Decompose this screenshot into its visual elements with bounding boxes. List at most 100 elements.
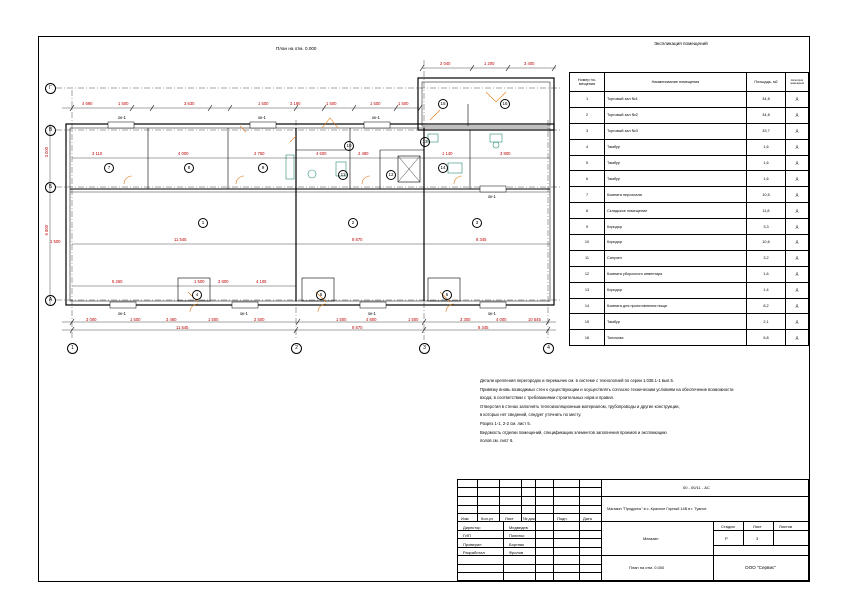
window-tag: ок-1 — [240, 311, 248, 316]
cell-name: Санузел — [604, 249, 747, 267]
dim-label: 3 800 — [218, 279, 229, 284]
cell-cat: Д — [785, 329, 809, 347]
cell-name: Коридор — [604, 218, 747, 236]
room-tag: 10 — [344, 141, 354, 151]
cell-name: Топочная — [604, 329, 747, 347]
cell-cat: Д — [785, 265, 809, 283]
cell-area: 1,6 — [746, 154, 786, 172]
dim-label: 1 140 — [442, 151, 453, 156]
stamp-person: Попитко — [509, 533, 525, 538]
dim-label: 4 000 — [178, 151, 189, 156]
dim-label: 8 870 — [352, 237, 363, 242]
cell-num: 16 — [569, 329, 605, 347]
cell-name: Торговый зал №1 — [604, 91, 747, 108]
cell-area: 8,2 — [746, 297, 786, 315]
cell-name: Коридор — [604, 281, 747, 299]
dim-label: 3 000 — [86, 317, 97, 322]
stamp-col: Изм — [461, 516, 469, 521]
cell-name: Тамбур — [604, 138, 747, 156]
window-tag: ок-1 — [258, 115, 266, 120]
cell-cat: Д — [785, 249, 809, 267]
stamp-project: Магазин "Продукты" в с. Красное Горный 1… — [607, 507, 707, 511]
dim-label: 1 200 — [484, 61, 495, 66]
col-area: Площадь, м2 — [746, 72, 786, 92]
cell-area: 10,6 — [746, 234, 786, 251]
cell-area: 33,7 — [746, 122, 786, 140]
stamp-col: Подп. — [557, 516, 568, 521]
room-tag: 14 — [438, 163, 448, 173]
dim-label: 10 545 — [528, 317, 541, 322]
dim-label: 1 500 — [336, 317, 347, 322]
cell-cat: Д — [785, 170, 809, 188]
col-name: Наименование помещения — [604, 72, 747, 92]
cell-num: 9 — [569, 218, 605, 236]
note-line: Разрез 1-1, 2-2 см. лист 5. — [480, 420, 531, 426]
stamp-person: Фролов — [509, 550, 524, 555]
dim-label: 1 500 — [118, 101, 129, 106]
stamp-stage-header: Стадия — [721, 524, 735, 529]
stamp-sheet-header: Лист — [753, 524, 762, 529]
col-category: Категория помещения — [785, 72, 809, 92]
room-tag: 1 — [198, 218, 208, 228]
cell-area: 34,8 — [746, 106, 786, 124]
room-tag: 6 — [442, 290, 452, 300]
room-tag: 12 — [386, 170, 396, 180]
dim-label: 3 630 — [184, 101, 195, 106]
dim-label: 1 500 — [408, 317, 419, 322]
cell-num: 1 — [569, 91, 605, 108]
note-line: Детали крепления перегородок и перемычек… — [480, 378, 674, 383]
cell-num: 4 — [569, 138, 605, 156]
window-tag: ок-1 — [368, 311, 376, 316]
room-tag: 5 — [316, 290, 326, 300]
room-tag: 13 — [420, 137, 430, 147]
cell-area: 6,8 — [746, 329, 786, 347]
dim-label: 1 500 — [398, 101, 409, 106]
dim-label: 5 260 — [112, 279, 123, 284]
note-line: Ведомость отделки помещений, спецификаци… — [480, 429, 667, 435]
dim-label: 1 500 — [194, 279, 205, 284]
cell-num: 2 — [569, 106, 605, 124]
dim-label: 1 500 — [208, 317, 219, 322]
note-line: в которых нет сведений, следует уточнить… — [480, 412, 582, 418]
cell-cat: Д — [785, 91, 809, 108]
cell-num: 11 — [569, 249, 605, 267]
dim-label: 3 460 — [166, 317, 177, 322]
cell-name: Торговый зал №2 — [604, 106, 747, 124]
room-tag: 2 — [348, 218, 358, 228]
cell-name: Коридор — [604, 234, 747, 251]
dim-label: 4 690 — [82, 101, 93, 106]
dim-label: 4 000 — [496, 317, 507, 322]
general-notes: Детали крепления перегородок и перемычек… — [480, 377, 790, 446]
room-tag: 4 — [192, 290, 202, 300]
window-tag: ок-1 — [488, 311, 496, 316]
dim-label: 3 190 — [290, 101, 301, 106]
explication-title: Экспликация помещений — [654, 41, 708, 46]
cell-cat: Д — [785, 106, 809, 124]
dim-label: 1 500 — [130, 317, 141, 322]
plan-title: План на отм. 0.000 — [276, 46, 317, 51]
stamp-person: Медведев — [509, 525, 528, 530]
stamp-role: Директор — [463, 525, 481, 530]
cell-cat: Д — [785, 281, 809, 299]
dim-label: 3 800 — [500, 151, 511, 156]
stamp-role: Разработал — [463, 550, 485, 555]
axis-bubble: А — [45, 295, 56, 306]
cell-name: Комната уборочного инвентаря — [604, 265, 747, 283]
note-line: Отверстия в стенах заполнять теплоизоляц… — [480, 403, 680, 409]
cell-num: 13 — [569, 281, 605, 299]
axis-bubble: 3 — [419, 343, 430, 354]
cell-cat: Д — [785, 202, 809, 220]
room-tag: 7 — [104, 163, 114, 173]
cell-area: 1,4 — [746, 281, 786, 299]
cell-name: Складское помещение — [604, 202, 747, 220]
cell-num: 10 — [569, 234, 605, 251]
